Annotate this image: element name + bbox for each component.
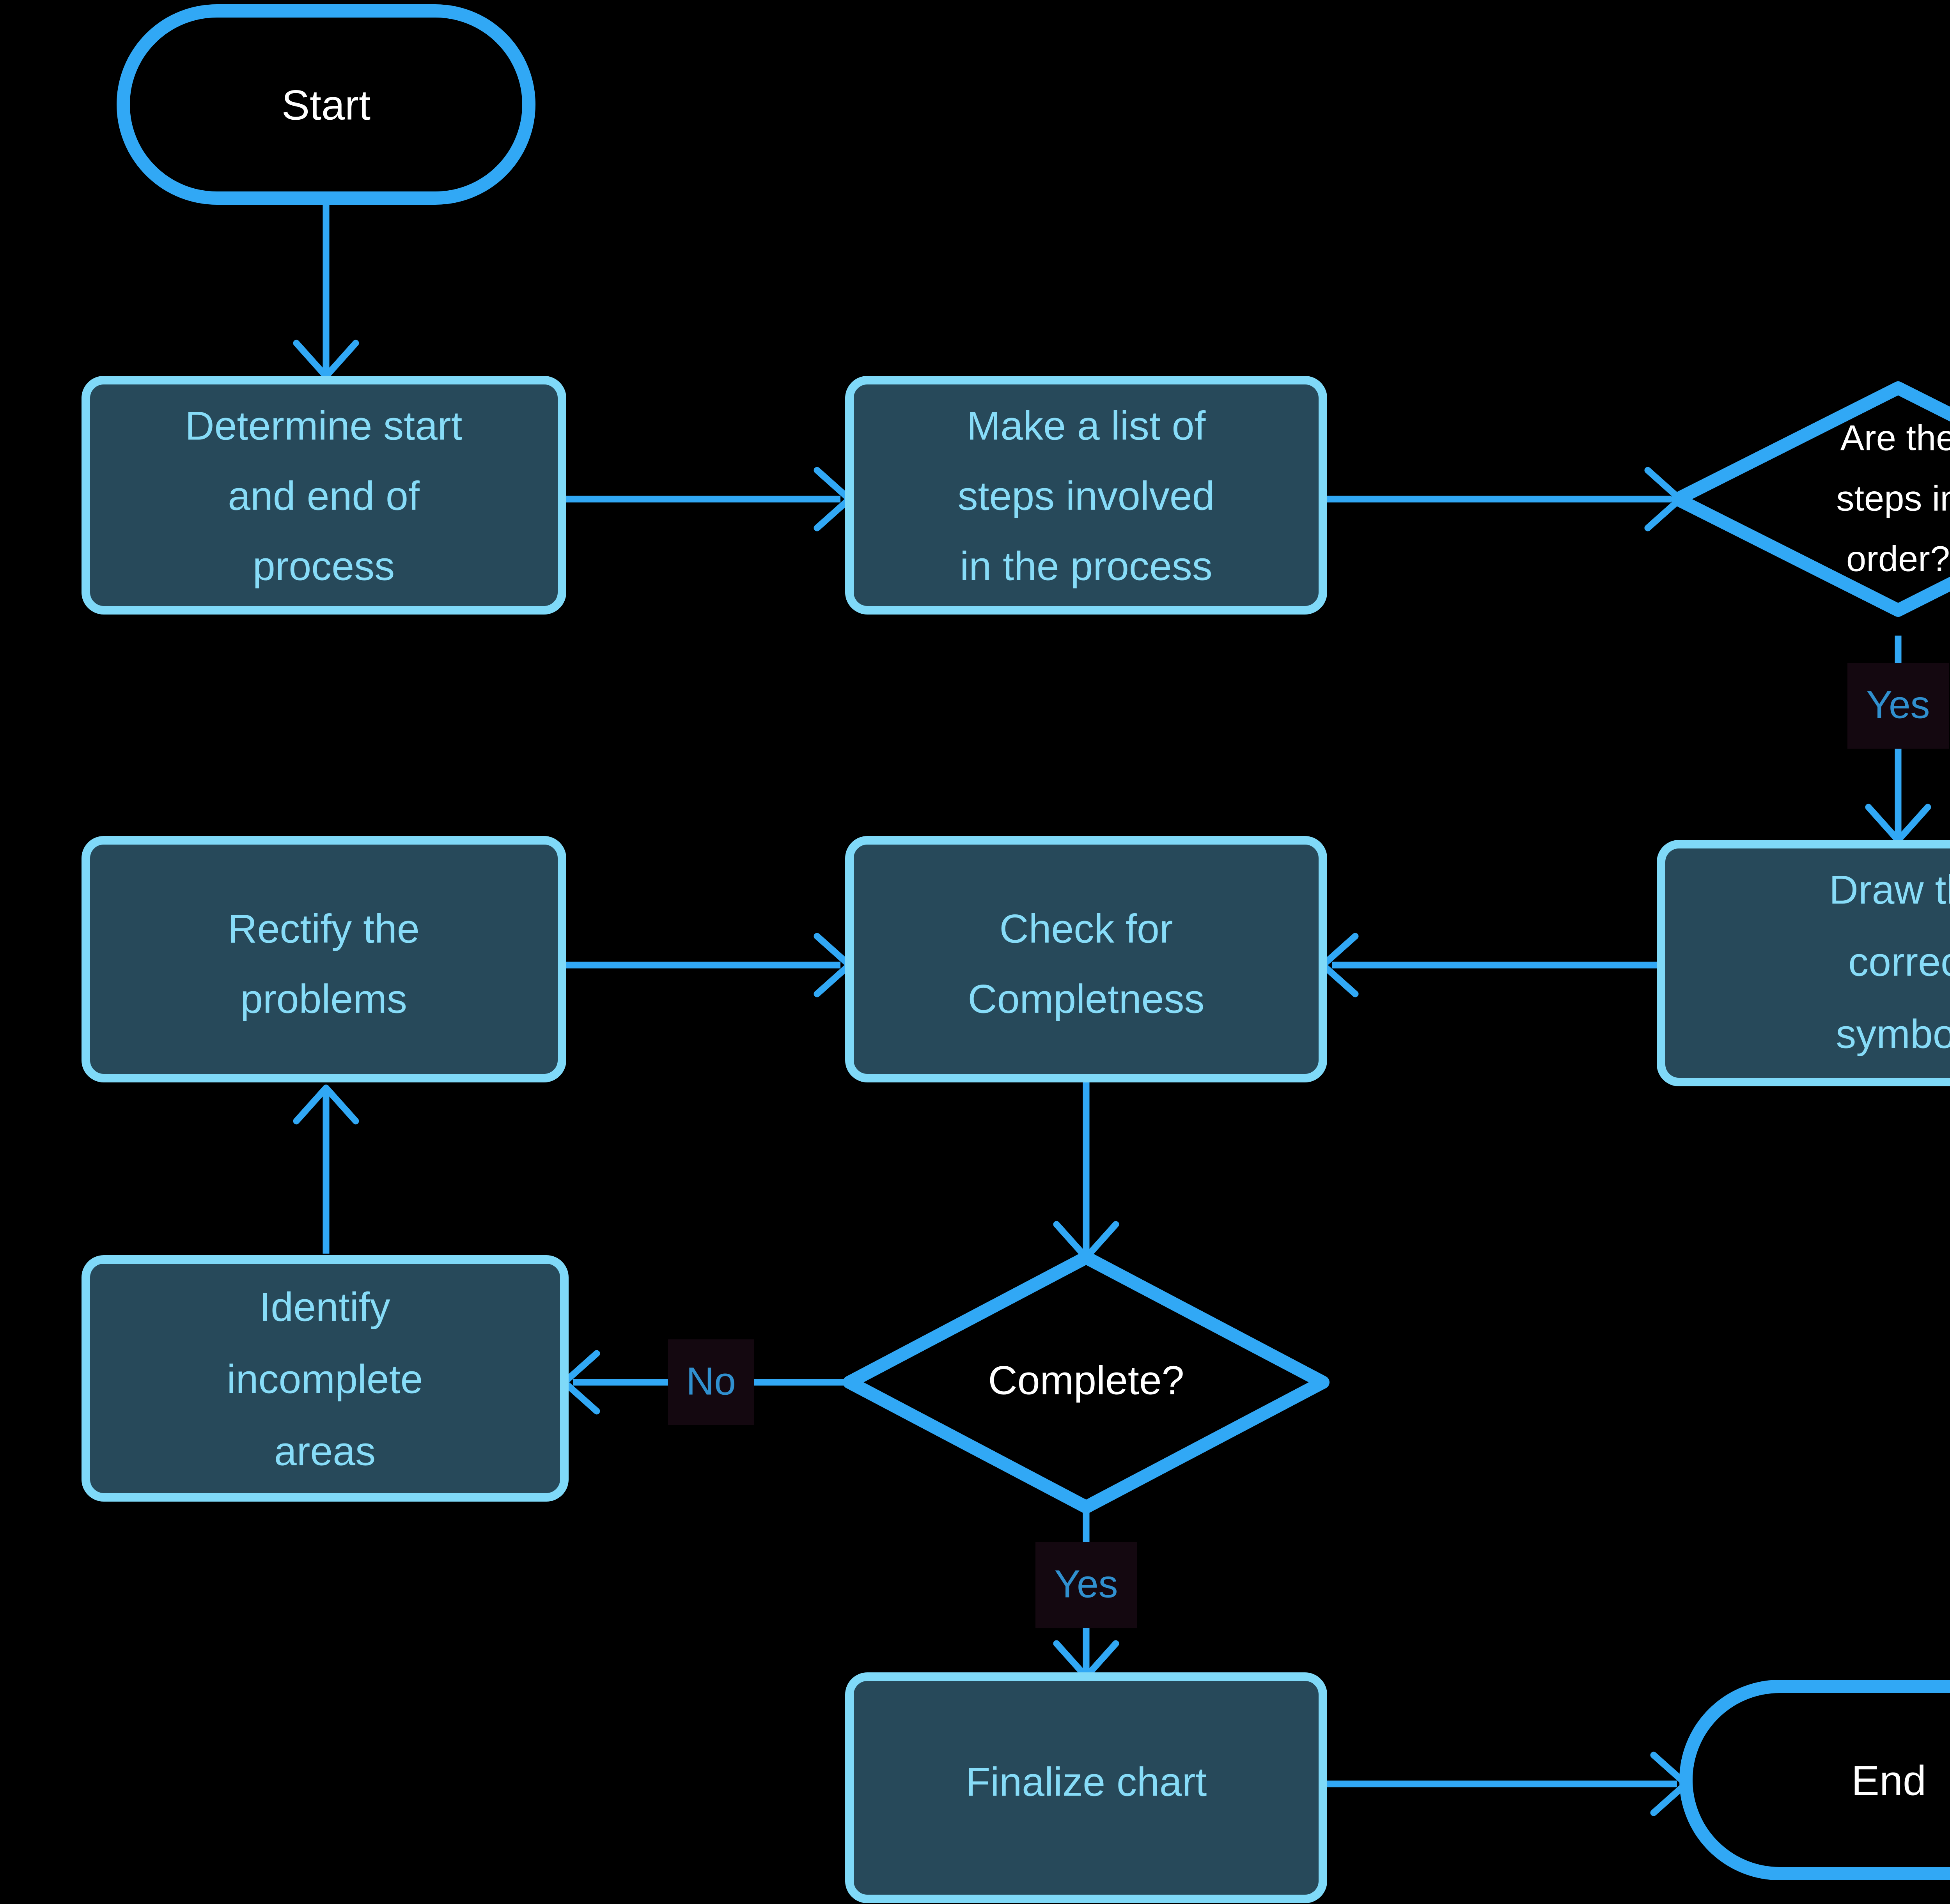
node-rectify-line1: Rectify the [228, 906, 419, 951]
edge-label-order-yes-text: Yes [1866, 683, 1930, 726]
edge-label-complete-no-text: No [686, 1359, 736, 1403]
node-order-line1: Are the [1840, 418, 1950, 458]
node-end-label: End [1851, 1757, 1926, 1804]
node-order-line3: order? [1846, 539, 1950, 579]
node-determine-line1: Determine start [185, 403, 463, 448]
node-complete-label: Complete? [988, 1358, 1184, 1403]
edge-makelist-to-order [1323, 467, 1684, 531]
node-draw-correct-symbols[interactable]: Draw the correct symbols [1657, 840, 1950, 1086]
edge-rectify-to-check [562, 933, 853, 997]
node-drawsymbols-line2: correct [1848, 939, 1950, 985]
node-identify-line3: areas [274, 1429, 376, 1474]
node-check-line1: Check for [999, 906, 1173, 951]
node-determine-line2: and end of [228, 473, 420, 519]
node-finalize-chart[interactable]: Finalize chart [845, 1672, 1327, 1903]
edge-label-complete-no: No [668, 1339, 754, 1425]
node-finalize-label: Finalize chart [966, 1759, 1207, 1805]
node-identify-line2: incomplete [227, 1357, 423, 1402]
edge-check-to-complete [1053, 1078, 1119, 1261]
node-makelist-line2: steps involved [957, 473, 1214, 519]
node-drawsymbols-line1: Draw the [1829, 867, 1950, 912]
node-drawsymbols-line3: symbols [1836, 1011, 1950, 1057]
edge-drawsymbols-to-check [1319, 933, 1661, 997]
edge-determine-to-makelist [562, 467, 853, 531]
node-determine-line3: process [253, 544, 395, 589]
edge-identify-to-rectify [293, 1084, 359, 1254]
node-check-completeness[interactable]: Check for Completness [845, 836, 1327, 1082]
edge-label-order-yes: Yes [1847, 663, 1949, 749]
edge-label-complete-yes: Yes [1035, 1542, 1137, 1628]
node-determine-start-end[interactable]: Determine start and end of process [82, 376, 566, 615]
node-order-line2: steps in [1836, 478, 1950, 518]
node-makelist-line3: in the process [960, 544, 1212, 589]
node-identify-incomplete-areas[interactable]: Identify incomplete areas [82, 1255, 569, 1502]
node-start-label: Start [282, 81, 370, 129]
edge-start-to-determine [293, 195, 359, 380]
node-check-line2: Completness [968, 976, 1205, 1022]
node-decision-steps-in-order[interactable]: Are the steps in order? [1671, 381, 1950, 617]
node-decision-complete[interactable]: Complete? [843, 1251, 1330, 1514]
node-start[interactable]: Start [117, 4, 535, 205]
node-identify-line1: Identify [259, 1284, 390, 1330]
node-make-list[interactable]: Make a list of steps involved in the pro… [845, 376, 1327, 615]
edge-finalize-to-end [1323, 1752, 1689, 1816]
edge-label-complete-yes-text: Yes [1054, 1562, 1118, 1606]
node-end[interactable]: End [1679, 1680, 1950, 1880]
node-rectify-problems[interactable]: Rectify the problems [82, 836, 566, 1082]
node-rectify-line2: problems [240, 976, 407, 1022]
node-makelist-line1: Make a list of [967, 403, 1206, 448]
